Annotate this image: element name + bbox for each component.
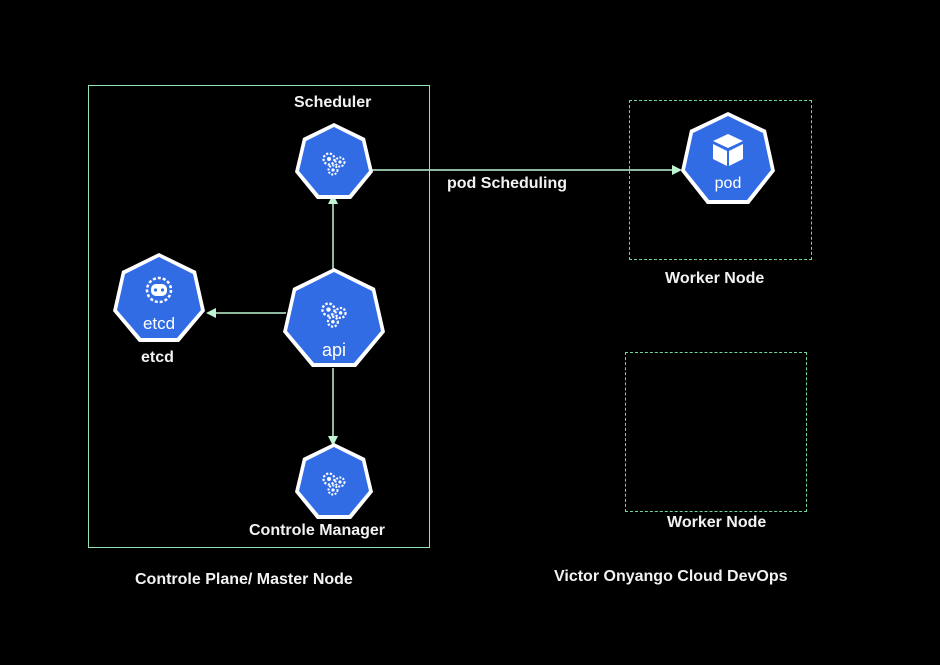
api-icon-text: api	[322, 340, 346, 360]
pod-icon[interactable]: pod	[681, 112, 775, 204]
scheduler-label: Scheduler	[294, 94, 372, 111]
control-plane-label: Controle Plane/ Master Node	[135, 571, 353, 588]
etcd-logo-icon	[145, 276, 173, 304]
controller-manager-icon[interactable]	[295, 443, 373, 519]
scheduler-icon[interactable]	[295, 123, 373, 199]
pod-icon-text: pod	[715, 175, 742, 192]
worker-node-box-2	[625, 352, 807, 512]
control-plane-box	[88, 85, 430, 548]
etcd-icon[interactable]: etcd	[113, 253, 205, 342]
controller-manager-label: Controle Manager	[249, 522, 386, 539]
etcd-label: etcd	[141, 349, 174, 366]
cube-icon	[713, 134, 743, 166]
worker-node-label-1: Worker Node	[665, 270, 765, 287]
worker-node-label-2: Worker Node	[667, 514, 767, 531]
worker-node-box-1	[629, 100, 812, 260]
credit-text: Victor Onyango Cloud DevOps	[554, 568, 788, 585]
pod-scheduling-label: pod Scheduling	[447, 175, 567, 192]
api-server-icon[interactable]: api	[283, 268, 385, 367]
etcd-icon-text: etcd	[143, 314, 175, 333]
